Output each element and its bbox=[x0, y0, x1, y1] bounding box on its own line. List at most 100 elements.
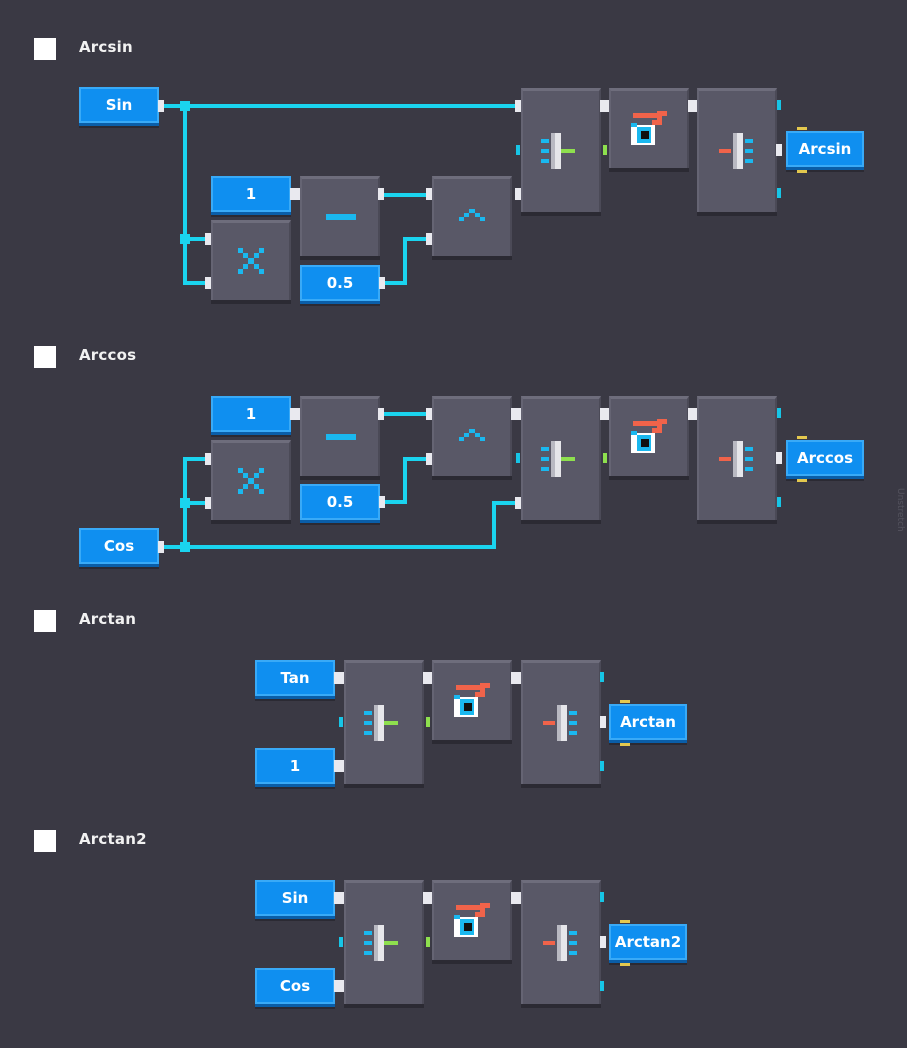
vector-join-block[interactable] bbox=[521, 396, 601, 520]
output-port[interactable] bbox=[511, 408, 517, 420]
output-port[interactable] bbox=[600, 761, 604, 771]
input-port[interactable] bbox=[691, 100, 697, 112]
output-port[interactable] bbox=[290, 188, 296, 200]
section-checkbox[interactable] bbox=[34, 346, 56, 368]
constant-node-one[interactable]: 1 bbox=[211, 396, 291, 432]
output-marker bbox=[797, 479, 807, 482]
output-port[interactable] bbox=[378, 188, 384, 200]
input-port[interactable] bbox=[603, 408, 609, 420]
vector-join-block[interactable] bbox=[344, 880, 424, 1004]
input-port[interactable] bbox=[426, 233, 432, 245]
input-port[interactable] bbox=[516, 145, 520, 155]
input-port[interactable] bbox=[515, 408, 521, 420]
power-block[interactable] bbox=[432, 396, 512, 476]
input-node-cos[interactable]: Cos bbox=[79, 528, 159, 564]
vector-split-block[interactable] bbox=[697, 88, 777, 212]
output-port[interactable] bbox=[426, 717, 430, 727]
output-port[interactable] bbox=[776, 452, 782, 464]
output-port[interactable] bbox=[334, 760, 340, 772]
constant-node-half[interactable]: 0.5 bbox=[300, 265, 380, 301]
output-port[interactable] bbox=[158, 100, 164, 112]
output-marker bbox=[620, 963, 630, 966]
section-checkbox[interactable] bbox=[34, 38, 56, 60]
output-node-arctan[interactable]: Arctan bbox=[609, 704, 687, 740]
vector-join-block[interactable] bbox=[344, 660, 424, 784]
power-block[interactable] bbox=[432, 176, 512, 256]
input-node-sin[interactable]: Sin bbox=[255, 880, 335, 916]
output-port[interactable] bbox=[777, 100, 781, 110]
angle-block[interactable] bbox=[609, 396, 689, 476]
subtract-block[interactable] bbox=[300, 396, 380, 476]
vector-split-block[interactable] bbox=[521, 880, 601, 1004]
input-port[interactable] bbox=[205, 453, 211, 465]
input-port[interactable] bbox=[338, 672, 344, 684]
angle-block[interactable] bbox=[432, 880, 512, 960]
output-port[interactable] bbox=[600, 672, 604, 682]
input-node-tan[interactable]: Tan bbox=[255, 660, 335, 696]
vector-join-block[interactable] bbox=[521, 88, 601, 212]
input-port[interactable] bbox=[338, 760, 344, 772]
output-port[interactable] bbox=[426, 937, 430, 947]
output-marker bbox=[620, 743, 630, 746]
vector-split-block[interactable] bbox=[697, 396, 777, 520]
output-port[interactable] bbox=[379, 277, 385, 289]
output-port[interactable] bbox=[334, 892, 340, 904]
input-node-sin[interactable]: Sin bbox=[79, 87, 159, 123]
output-port[interactable] bbox=[776, 144, 782, 156]
input-port[interactable] bbox=[516, 453, 520, 463]
input-port[interactable] bbox=[339, 937, 343, 947]
output-port[interactable] bbox=[777, 497, 781, 507]
output-port[interactable] bbox=[379, 496, 385, 508]
output-node-arctan2[interactable]: Arctan2 bbox=[609, 924, 687, 960]
angle-block[interactable] bbox=[432, 660, 512, 740]
output-port[interactable] bbox=[777, 188, 781, 198]
output-port[interactable] bbox=[603, 145, 607, 155]
input-port[interactable] bbox=[426, 188, 432, 200]
input-port[interactable] bbox=[205, 233, 211, 245]
input-port[interactable] bbox=[603, 100, 609, 112]
constant-node-one[interactable]: 1 bbox=[255, 748, 335, 784]
output-port[interactable] bbox=[378, 408, 384, 420]
section-checkbox[interactable] bbox=[34, 610, 56, 632]
input-port[interactable] bbox=[338, 892, 344, 904]
input-port[interactable] bbox=[515, 672, 521, 684]
input-port[interactable] bbox=[205, 497, 211, 509]
output-port[interactable] bbox=[600, 981, 604, 991]
multiply-block[interactable] bbox=[211, 220, 291, 300]
input-port[interactable] bbox=[426, 408, 432, 420]
output-node-arccos[interactable]: Arccos bbox=[786, 440, 864, 476]
section-checkbox[interactable] bbox=[34, 830, 56, 852]
vector-split-block[interactable] bbox=[521, 660, 601, 784]
input-port[interactable] bbox=[515, 100, 521, 112]
input-node-cos[interactable]: Cos bbox=[255, 968, 335, 1004]
angle-block[interactable] bbox=[609, 88, 689, 168]
output-port[interactable] bbox=[334, 980, 340, 992]
output-port[interactable] bbox=[600, 892, 604, 902]
input-port[interactable] bbox=[426, 892, 432, 904]
input-port[interactable] bbox=[339, 717, 343, 727]
constant-node-half[interactable]: 0.5 bbox=[300, 484, 380, 520]
output-port[interactable] bbox=[334, 672, 340, 684]
input-port[interactable] bbox=[515, 497, 521, 509]
input-port[interactable] bbox=[515, 892, 521, 904]
input-port[interactable] bbox=[294, 188, 300, 200]
output-port[interactable] bbox=[290, 408, 296, 420]
subtract-block[interactable] bbox=[300, 176, 380, 256]
output-port[interactable] bbox=[777, 408, 781, 418]
output-port[interactable] bbox=[603, 453, 607, 463]
input-port[interactable] bbox=[205, 277, 211, 289]
input-port[interactable] bbox=[515, 188, 521, 200]
output-port[interactable] bbox=[158, 541, 164, 553]
output-port[interactable] bbox=[511, 892, 517, 904]
constant-node-one[interactable]: 1 bbox=[211, 176, 291, 212]
multiply-block[interactable] bbox=[211, 440, 291, 520]
input-port[interactable] bbox=[338, 980, 344, 992]
output-node-arcsin[interactable]: Arcsin bbox=[786, 131, 864, 167]
input-port[interactable] bbox=[426, 453, 432, 465]
output-port[interactable] bbox=[511, 672, 517, 684]
output-port[interactable] bbox=[600, 716, 606, 728]
input-port[interactable] bbox=[426, 672, 432, 684]
input-port[interactable] bbox=[294, 408, 300, 420]
input-port[interactable] bbox=[691, 408, 697, 420]
output-port[interactable] bbox=[600, 936, 606, 948]
